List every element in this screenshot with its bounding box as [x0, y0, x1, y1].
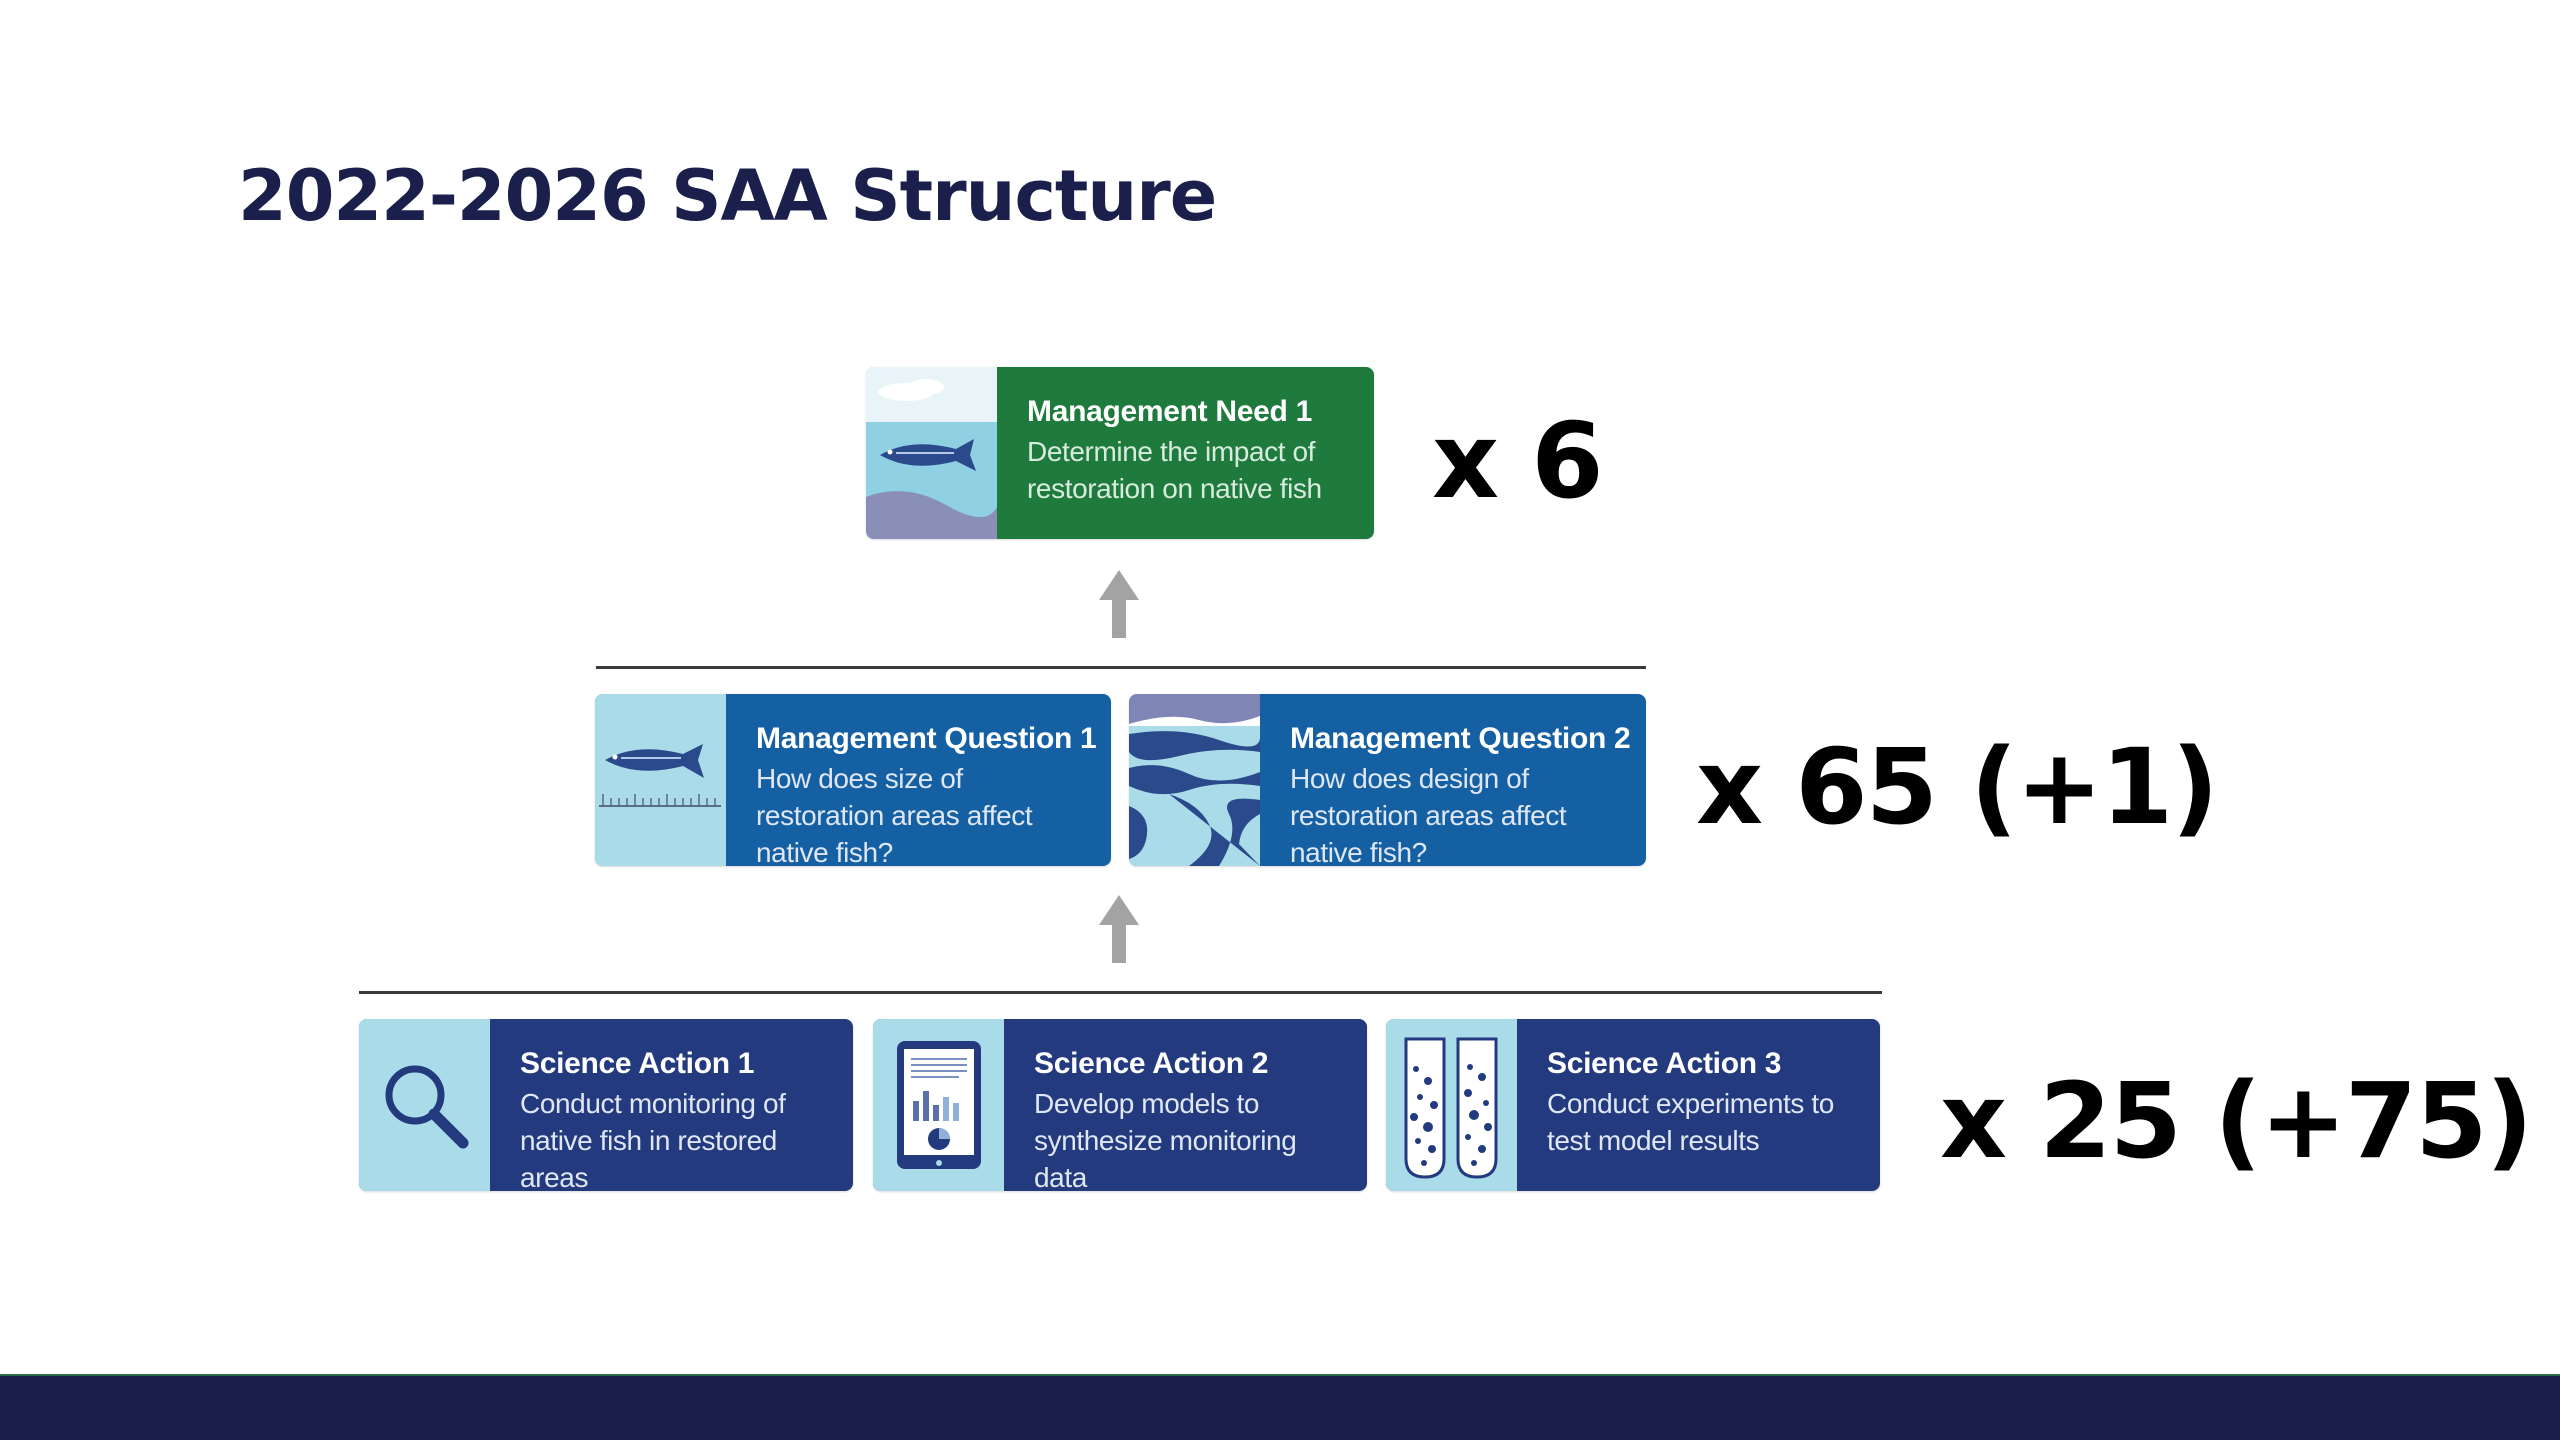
test-tubes-icon — [1386, 1019, 1517, 1191]
action-3-description: Conduct experiments to test model result… — [1547, 1088, 1834, 1156]
question-1-description: How does size of restoration areas affec… — [756, 763, 1033, 866]
magnifying-glass-icon — [359, 1019, 490, 1191]
questions-count: x 65 (+1) — [1696, 726, 2219, 848]
footer-bar — [0, 1374, 2560, 1440]
action-2-title: Science Action 2 — [1034, 1047, 1269, 1080]
need-count: x 6 — [1432, 400, 1604, 522]
need-title: Management Need 1 — [1027, 395, 1312, 428]
management-question-card: Management Question 1 How does size of r… — [595, 694, 1111, 866]
up-arrow-icon — [1099, 895, 1139, 963]
science-action-card: Science Action 2 Develop models to synth… — [873, 1019, 1367, 1191]
science-action-card: Science Action 3 Conduct experiments to … — [1386, 1019, 1880, 1191]
science-action-card: Science Action 1 Conduct monitoring of n… — [359, 1019, 853, 1191]
action-1-description: Conduct monitoring of native fish in res… — [520, 1088, 786, 1191]
action-1-title: Science Action 1 — [520, 1047, 755, 1080]
question-1-title: Management Question 1 — [756, 722, 1097, 755]
question-2-description: How does design of restoration areas aff… — [1290, 763, 1567, 866]
slide-title: 2022-2026 SAA Structure — [238, 155, 1217, 237]
actions-count: x 25 (+75) — [1940, 1060, 2533, 1182]
up-arrow-icon — [1099, 570, 1139, 638]
divider-line-bottom — [359, 991, 1882, 994]
question-2-title: Management Question 2 — [1290, 722, 1631, 755]
fish-ruler-icon — [595, 694, 726, 866]
divider-line-top — [596, 666, 1646, 669]
tablet-chart-icon — [873, 1019, 1004, 1191]
management-question-card: Management Question 2 How does design of… — [1129, 694, 1646, 866]
management-need-card: Management Need 1 Determine the impact o… — [866, 367, 1374, 539]
action-3-title: Science Action 3 — [1547, 1047, 1782, 1080]
river-channels-icon — [1129, 694, 1260, 866]
need-description: Determine the impact of restoration on n… — [1027, 436, 1322, 504]
fish-landscape-icon — [866, 367, 997, 539]
action-2-description: Develop models to synthesize monitoring … — [1034, 1088, 1297, 1191]
